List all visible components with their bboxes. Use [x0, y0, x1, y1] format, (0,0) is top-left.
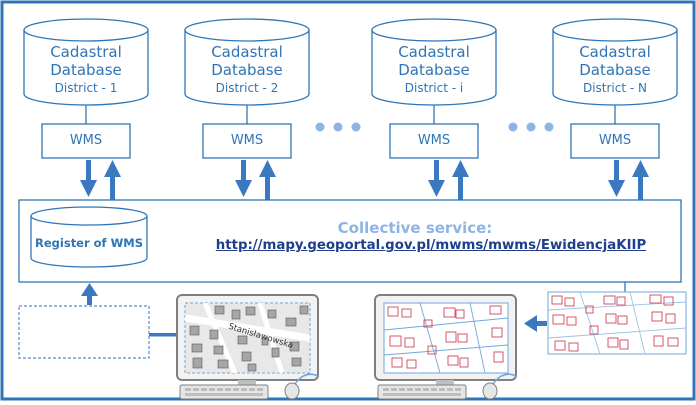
register-of-wms-label: Register of WMS	[35, 236, 143, 250]
wms-box-2	[202, 123, 292, 159]
wms-box-n	[570, 123, 660, 159]
database-label-line2: Database	[50, 60, 122, 79]
database-district-label: District - 2	[215, 81, 279, 96]
wms-box-1	[41, 123, 131, 159]
database-label-n: Cadastral Database District - N	[553, 43, 677, 96]
database-label-line1: Cadastral	[398, 43, 470, 61]
collective-service-title: Collective service:	[337, 219, 493, 237]
wms-label-i: WMS	[417, 133, 451, 148]
wms-arrows	[80, 160, 649, 200]
database-label-line1: Cadastral	[579, 43, 651, 61]
collective-service-url-link[interactable]: http://mapy.geoportal.gov.pl/mwms/mwms/E…	[215, 238, 647, 253]
database-label-line1: Cadastral	[50, 43, 122, 61]
up-arrow-left	[81, 283, 98, 305]
wms-box-i	[389, 123, 479, 159]
database-label-line2: Database	[398, 60, 470, 79]
connector-line	[149, 333, 179, 337]
database-cylinder-n	[552, 18, 678, 106]
database-label-2: Cadastral Database District - 2	[185, 43, 309, 96]
left-arrow-to-monitor	[524, 315, 547, 332]
parcel-map-panel	[547, 291, 687, 355]
ellipsis-dots-left	[315, 122, 361, 132]
wms-label-2: WMS	[230, 133, 264, 148]
register-cylinder	[30, 206, 148, 268]
database-cylinder-i	[371, 18, 497, 106]
database-label-line2: Database	[579, 60, 651, 79]
database-label-line2: Database	[211, 60, 283, 79]
wms-label-n: WMS	[598, 133, 632, 148]
wms-label-1: WMS	[69, 133, 103, 148]
right-computer	[374, 294, 517, 400]
database-label-line1: Cadastral	[211, 43, 283, 61]
ellipsis-dots-right	[508, 122, 554, 132]
database-district-label: District - N	[582, 81, 648, 96]
left-computer: Stanisławowska	[176, 294, 319, 400]
database-label-i: Cadastral Database District - i	[372, 43, 496, 96]
database-label-1: Cadastral Database District - 1	[24, 43, 148, 96]
database-cylinder-2	[184, 18, 310, 106]
database-district-label: District - 1	[54, 81, 118, 96]
database-district-label: District - i	[404, 81, 464, 96]
empty-dotted-box	[18, 305, 150, 359]
database-cylinder-1	[23, 18, 149, 106]
